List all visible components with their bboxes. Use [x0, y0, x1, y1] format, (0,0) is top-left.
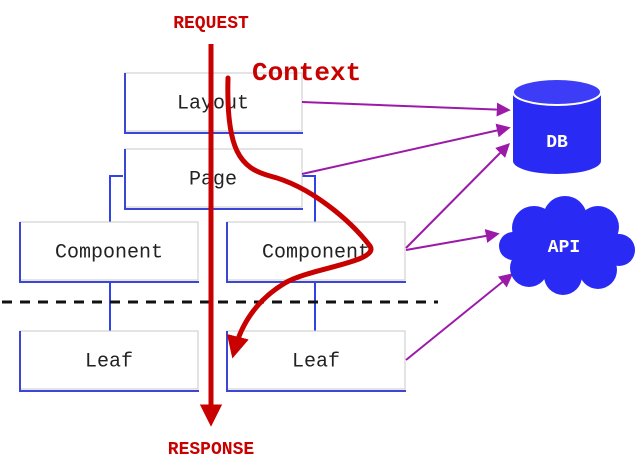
api-cloud-icon: API [499, 196, 635, 295]
leaf-left-box: Leaf [19, 330, 199, 392]
data-source-arrows [301, 101, 514, 361]
arrow-leaf-to-api [405, 273, 514, 361]
leaf-right-label: Leaf [292, 350, 340, 373]
arrow-layout-to-db [301, 101, 511, 117]
leaf-right-box: Leaf [226, 330, 406, 392]
response-label: RESPONSE [168, 440, 255, 460]
leaf-left-label: Leaf [85, 350, 133, 373]
database-icon: DB [512, 78, 602, 174]
component-right-label: Component [262, 241, 370, 264]
arrow-page-to-db [301, 123, 511, 175]
db-label: DB [546, 133, 568, 153]
tree-connectors [109, 175, 316, 331]
context-flow-arrow [225, 75, 374, 359]
request-label: REQUEST [173, 14, 249, 34]
arrow-component-to-api [405, 229, 500, 251]
api-label: API [548, 238, 580, 258]
context-label: Context [252, 58, 361, 88]
arrow-component-to-db [405, 143, 510, 249]
component-left-box: Component [19, 221, 199, 283]
component-left-label: Component [55, 241, 163, 264]
